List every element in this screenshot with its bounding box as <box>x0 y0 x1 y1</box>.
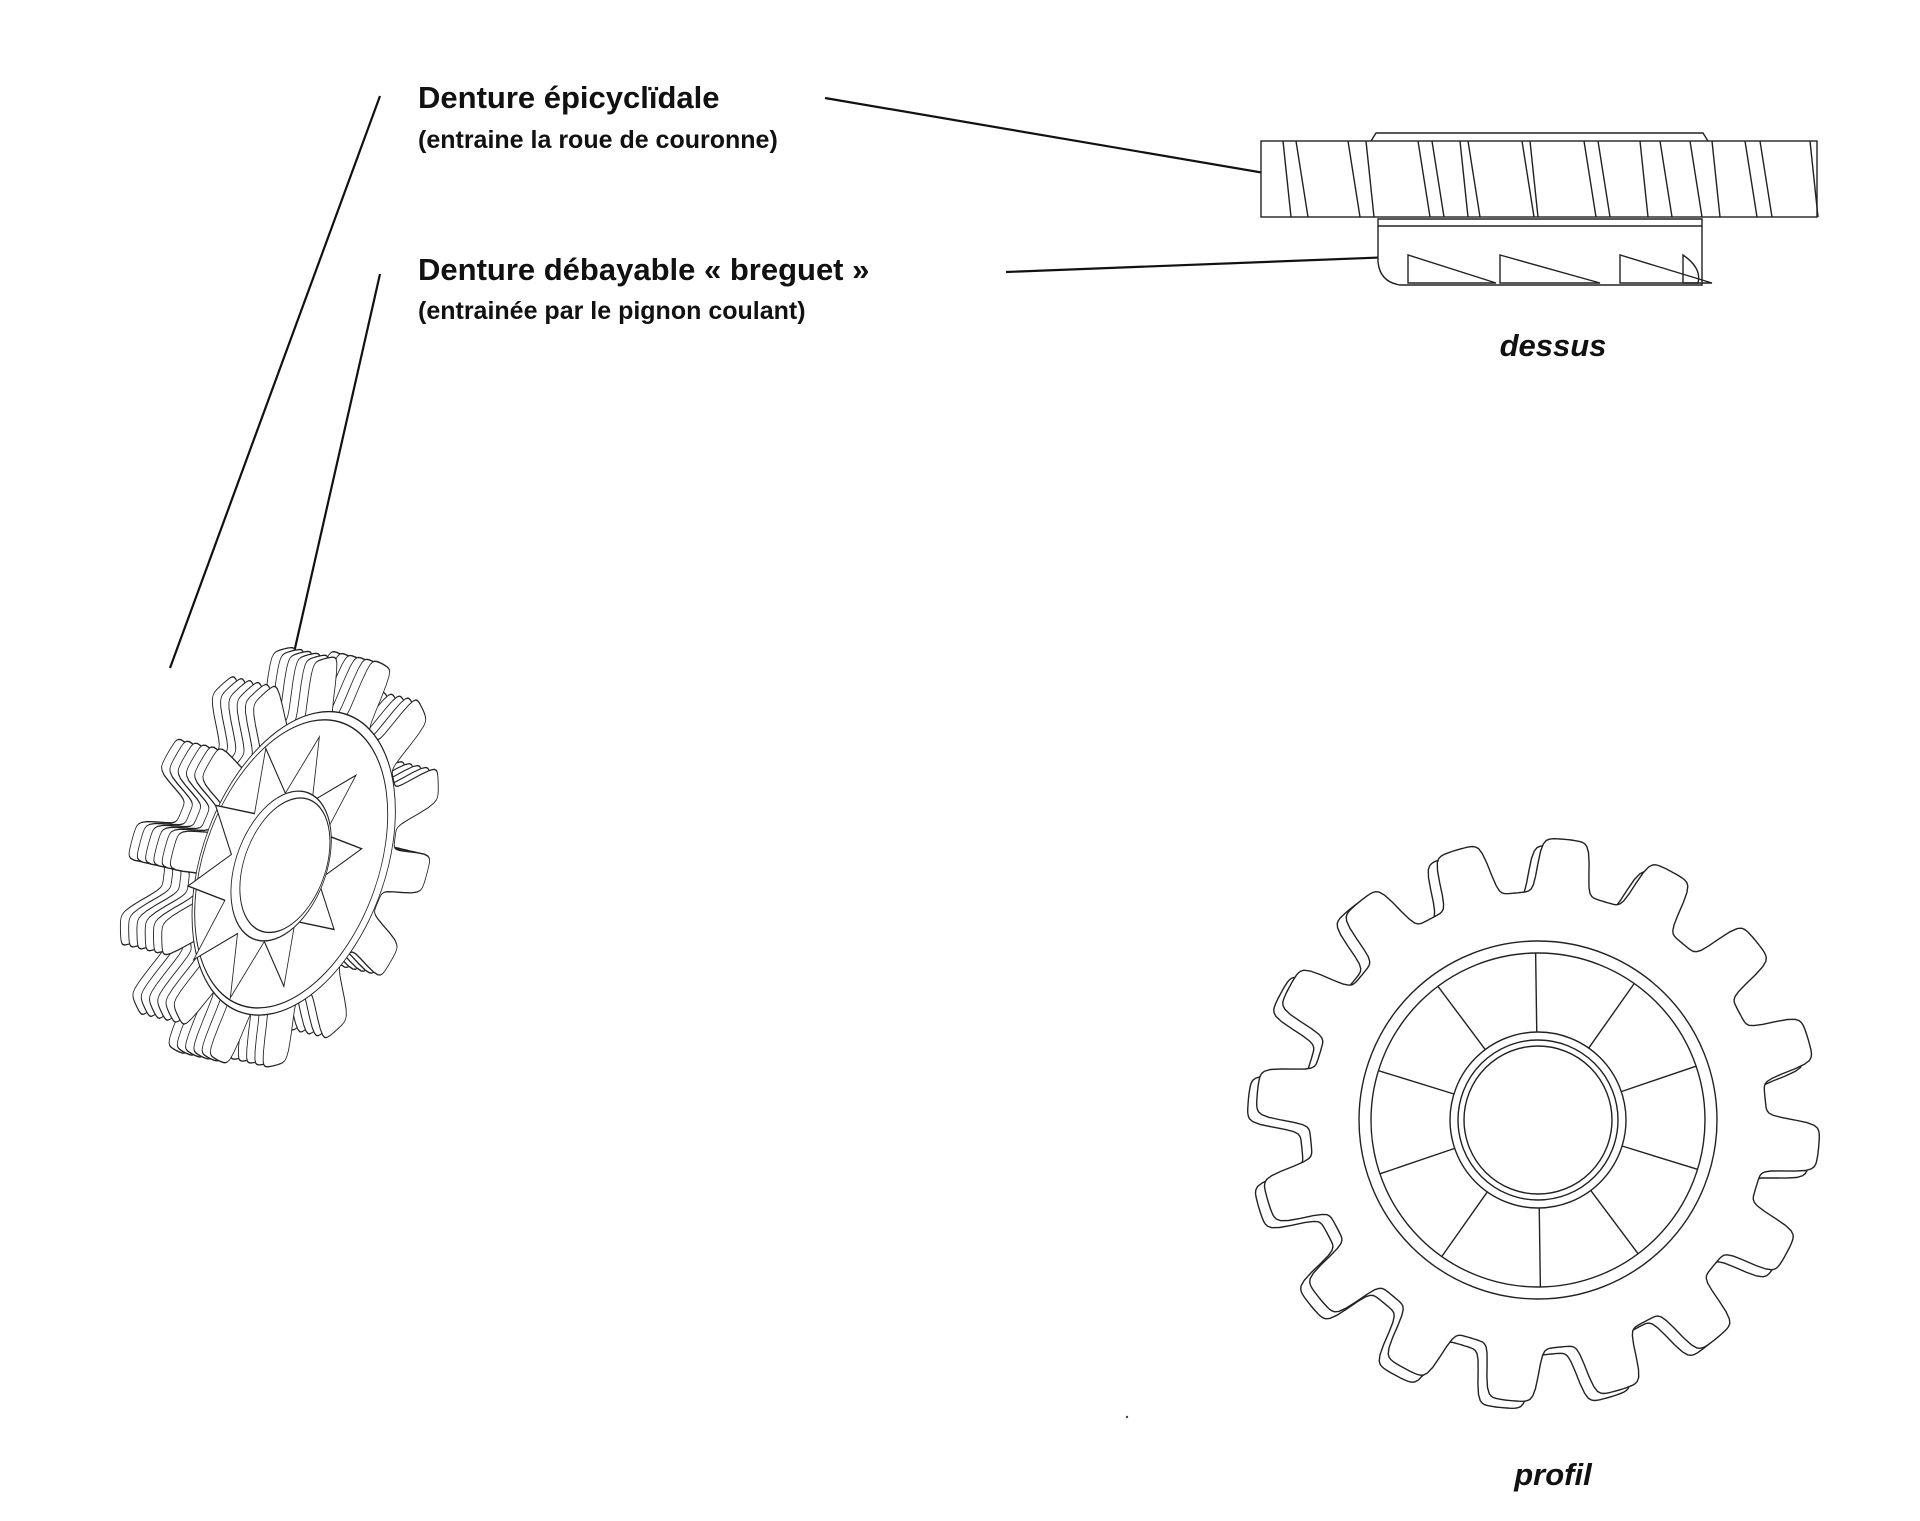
helical-tooth-line <box>1459 140 1469 218</box>
stray-dot <box>1125 1415 1129 1419</box>
breguet-hub-side <box>1377 218 1703 286</box>
spoke-line <box>1534 953 1538 1033</box>
helical-tooth-line <box>1689 140 1703 218</box>
top-view-caption: dessus <box>1499 328 1607 363</box>
helical-tooth-line <box>1467 140 1481 218</box>
spoke-line <box>1621 1065 1697 1093</box>
helical-tooth-line <box>1295 140 1309 218</box>
breguet-tooth <box>1407 254 1497 284</box>
spoke-line <box>1378 1069 1455 1095</box>
breguet-tooth <box>1499 254 1601 284</box>
helical-tooth-line <box>1711 140 1721 218</box>
breguet-subtitle: (entrainée par le pignon coulant) <box>418 297 806 325</box>
isometric-gear-drawing <box>119 646 439 1068</box>
helical-tooth-line <box>1583 140 1597 218</box>
epicycloidal-title: Denture épicyclïdale <box>418 80 720 115</box>
helical-tooth-line <box>1431 140 1445 218</box>
spoke-line <box>1588 983 1635 1049</box>
breguet-tooth <box>1619 254 1713 284</box>
hub-bore <box>1463 1045 1613 1195</box>
hub-boss-outline <box>1370 132 1709 142</box>
iso-gear-group <box>119 646 439 1068</box>
spoke-line <box>1379 1147 1455 1175</box>
bore-inner <box>239 797 331 934</box>
helical-tooth-line <box>1744 140 1758 218</box>
spoke-line <box>1590 1190 1639 1255</box>
helical-tooth-line <box>1347 140 1361 218</box>
spoke-line <box>1437 985 1486 1050</box>
breguet-tooth-end <box>1682 253 1700 284</box>
profile-gear-drawing <box>1246 837 1821 1410</box>
leader-epicycloidal-iso <box>168 95 382 669</box>
ring-wheel-side <box>1260 140 1818 218</box>
spoke-line <box>1441 1191 1488 1257</box>
helical-tooth-line <box>1597 140 1611 218</box>
profile-view-caption: profil <box>1514 1457 1592 1492</box>
spoke-line <box>1538 1207 1542 1287</box>
spoke-line <box>1621 1145 1698 1171</box>
helical-tooth-line <box>1521 140 1535 218</box>
helical-tooth-line <box>1759 140 1773 218</box>
helical-tooth-line <box>1282 140 1292 218</box>
top-view-drawing <box>1260 132 1819 286</box>
breguet-title: Denture débayable « breguet » <box>418 252 870 287</box>
helical-tooth-line <box>1417 140 1431 218</box>
helical-tooth-line <box>1809 140 1819 218</box>
helical-tooth-line <box>1659 140 1673 218</box>
epicycloidal-subtitle: (entraine la roue de couronne) <box>418 126 778 154</box>
helical-tooth-line <box>1639 140 1649 218</box>
helical-tooth-line <box>1365 140 1375 218</box>
helical-tooth-line <box>1529 140 1539 218</box>
leader-epicycloidal-top <box>824 96 1283 178</box>
